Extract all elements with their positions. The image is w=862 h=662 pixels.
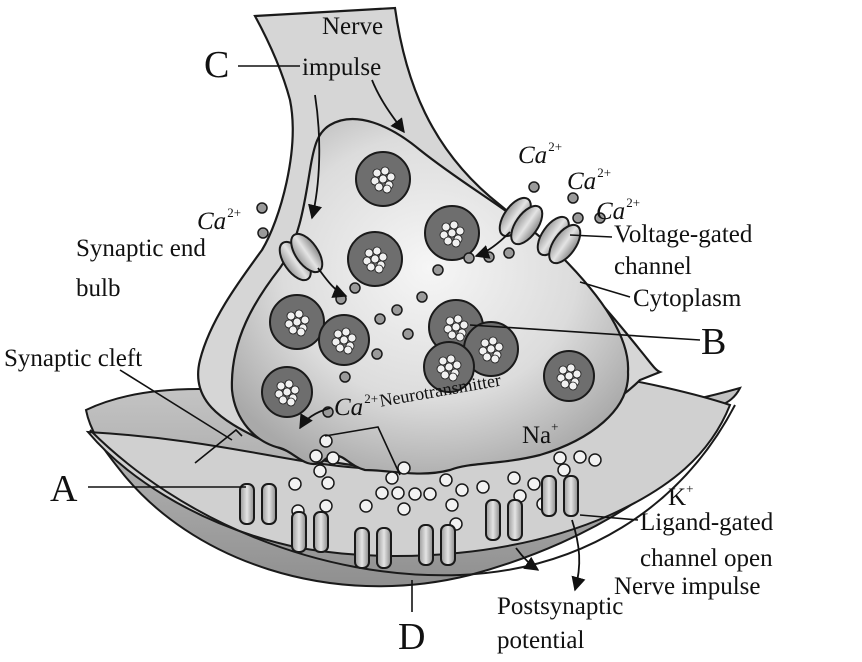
ion-symbol: K [668,484,687,511]
nerve-impulse-arrow-1 [371,79,405,134]
letter-a: A [50,468,78,510]
letter-d: D [398,616,426,658]
calcium-influx-arrow-right [474,231,511,259]
ion-symbol: Ca [334,394,364,421]
label-synaptic-end-bulb-2: bulb [76,275,121,302]
ion-charge: 2+ [597,165,612,180]
letter-c: C [204,44,230,86]
label-voltage-gated-1: Voltage-gated [614,221,753,248]
label-postsynaptic-potential-1: Postsynaptic [497,593,624,620]
label-ca-ion-left: Ca2+ [197,206,241,234]
vesicle-neurotransmitter-clusters [274,166,582,407]
postsynaptic-lower-band [89,404,736,577]
calcium-ions [256,181,606,418]
leader-ligand-gated [579,514,639,521]
calcium-exocytosis-arrow [299,407,331,430]
ion-charge: + [551,419,559,434]
ion-symbol: Ca [596,198,626,225]
neurotransmitter-molecules [288,434,602,531]
leader-voltage-gated [569,234,613,238]
label-postsynaptic-potential-2: potential [497,627,585,654]
label-nerve-impulse-top-1: Nerve [322,13,384,40]
ion-symbol: Ca [518,142,548,169]
ion-symbol: Ca [197,208,227,235]
label-k-ion: K+ [668,482,693,510]
label-nerve-impulse-top-2: impulse [302,54,382,81]
leader-lines [88,65,701,612]
ion-symbol: Ca [567,168,597,195]
label-ca-ion-top-1: Ca2+ [518,140,562,168]
label-ca-ion-cleft: Ca2+ [334,392,378,420]
arrows [299,79,586,592]
neurotransmitter-bracket [324,426,401,476]
ion-charge: + [686,481,694,496]
leader-b [469,324,701,341]
label-ligand-gated-2: channel open [640,545,773,572]
label-synaptic-end-bulb-1: Synaptic end [76,235,206,262]
nerve-impulse-bottom-arrow [571,519,586,592]
ligand-gated-channels [239,475,579,569]
ion-charge: 2+ [364,391,379,406]
ion-charge: 2+ [227,205,242,220]
leader-cytoplasm [579,281,631,298]
label-na-ion: Na+ [522,420,559,448]
label-cytoplasm: Cytoplasm [633,285,742,312]
cleft-bracket [194,428,243,464]
label-nerve-impulse-bottom: Nerve impulse [614,573,761,600]
calcium-influx-arrow-left [317,267,348,298]
label-synaptic-cleft: Synaptic cleft [4,345,143,372]
ion-charge: 2+ [626,195,641,210]
label-ca-ion-top-3: Ca2+ [596,196,640,224]
label-voltage-gated-2: channel [614,253,692,280]
label-ca-ion-top-2: Ca2+ [567,166,611,194]
letter-b: B [701,321,727,363]
nerve-impulse-arrow-2 [308,94,323,220]
ion-symbol: Na [522,422,552,449]
leader-synaptic-cleft [119,369,233,441]
postsynaptic-potential-arrow [515,547,540,571]
label-ligand-gated-1: Ligand-gated [640,509,774,536]
ion-charge: 2+ [548,139,563,154]
